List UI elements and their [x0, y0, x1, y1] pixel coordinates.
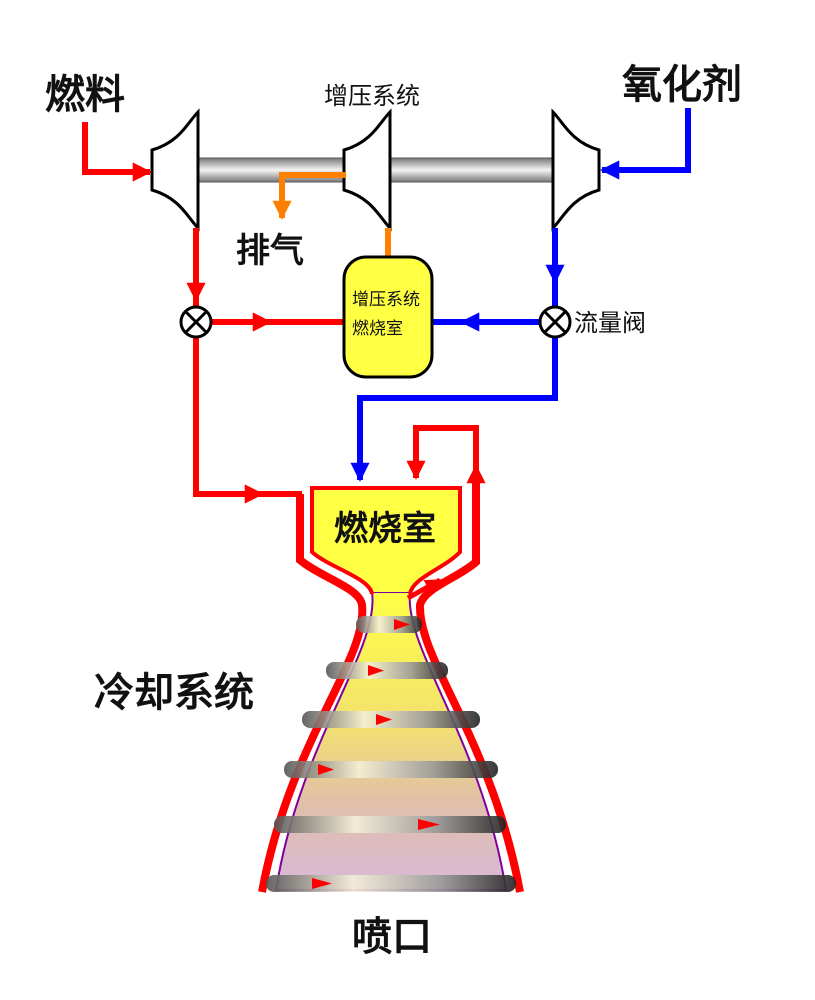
cooling-jacket-entry-arrow — [406, 577, 442, 601]
oxidizer-label: 氧化剂 — [622, 62, 742, 108]
cooling-flow-arrow-icon — [394, 619, 410, 630]
cooling-flow-arrow-icon — [368, 665, 384, 676]
pressurization-system-label: 增压系统 — [324, 82, 420, 110]
turbine-icon — [342, 108, 392, 232]
combustion-chamber-body — [312, 488, 460, 592]
cooling-jacket-inner-left — [310, 488, 374, 595]
cooling-ring — [284, 761, 498, 778]
cooling-flow-arrow-icon — [312, 878, 332, 889]
combustion-chamber-label: 燃烧室 — [334, 509, 436, 549]
cooling-flow-arrow-icon — [376, 714, 392, 725]
fuel-to-nozzle-line — [193, 336, 264, 504]
cooling-system-label: 冷却系统 — [94, 670, 254, 716]
nozzle-label: 喷口 — [352, 914, 432, 960]
fuel-inlet-line — [82, 122, 152, 182]
fuel-pump-icon — [150, 108, 200, 232]
oxidizer-flow-valve-icon — [538, 305, 572, 339]
flow-valve-label: 流量阀 — [574, 309, 646, 337]
cooling-ring — [266, 875, 516, 892]
gas-generator-label-line2: 燃烧室 — [352, 319, 403, 339]
cooling-jacket-inner-right — [408, 488, 462, 595]
oxidizer-pump-icon — [551, 108, 601, 232]
cooling-ring — [356, 616, 422, 633]
oxidizer-inlet-line — [600, 108, 691, 180]
watermark-text: 头条 @奋斗者在北京 — [602, 961, 770, 982]
exhaust-label: 排气 — [236, 231, 304, 271]
fuel-label: 燃料 — [45, 72, 125, 118]
cooling-ring — [274, 816, 506, 833]
gas-generator-box — [342, 255, 434, 379]
cooling-flow-arrows — [312, 619, 440, 889]
gas-generator-label-line1: 增压系统 — [352, 290, 420, 310]
oxidizer-to-chamber-line — [350, 338, 558, 482]
cooling-flow-arrow-icon — [418, 819, 440, 830]
exhaust-line — [272, 172, 346, 220]
fuel-flow-valve-icon — [179, 305, 213, 339]
cooling-ring — [326, 662, 448, 679]
cooling-jacket-right — [415, 480, 524, 893]
cooling-rings — [266, 616, 516, 892]
cooling-flow-arrow-icon — [318, 764, 334, 775]
